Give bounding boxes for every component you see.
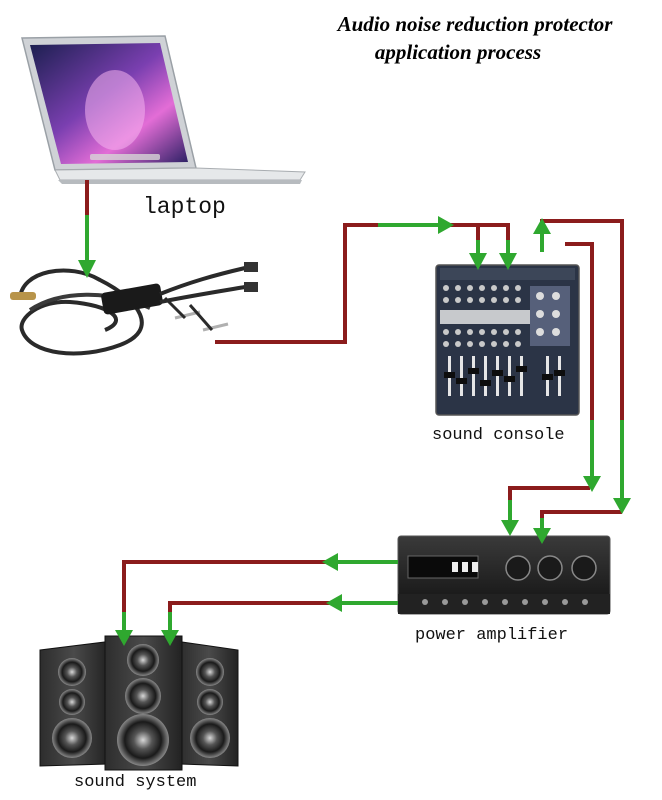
arrowheads	[78, 216, 631, 646]
arrow-up-icon	[533, 218, 551, 234]
line-console-to-amp-1	[508, 486, 590, 500]
noise-protector-cable-icon	[10, 262, 258, 356]
title-line-2: application process	[374, 40, 542, 64]
sound-system-icon	[39, 635, 239, 771]
line-amp-to-speaker-2	[168, 601, 398, 612]
line-console-out-second	[565, 242, 594, 420]
label-sound-system: sound system	[74, 773, 197, 792]
arrow-down-icon	[613, 498, 631, 514]
line-amp-to-speaker-1	[122, 560, 398, 612]
label-power-amplifier: power amplifier	[415, 626, 569, 645]
arrow-down-icon	[501, 520, 519, 536]
arrow-down-icon	[161, 630, 179, 646]
label-laptop: laptop	[143, 194, 226, 220]
sound-console-icon	[435, 264, 580, 416]
arrow-left-icon	[326, 594, 342, 612]
arrow-right-icon	[438, 216, 454, 234]
title-line-1: Audio noise reduction protector	[337, 12, 613, 36]
line-console-to-amp-2	[540, 510, 622, 518]
label-sound-console: sound console	[432, 426, 565, 445]
arrow-down-icon	[115, 630, 133, 646]
line-console-input-branch	[436, 223, 510, 240]
arrow-down-icon	[533, 528, 551, 544]
arrow-down-icon	[78, 260, 96, 278]
arrow-down-icon	[499, 253, 517, 270]
arrows	[85, 215, 624, 632]
arrow-down-icon	[469, 253, 487, 270]
laptop-icon	[21, 35, 306, 184]
arrow-down-icon	[583, 476, 601, 492]
diagram-title: Audio noise reduction protector applicat…	[300, 10, 650, 66]
power-amplifier-icon	[397, 535, 611, 615]
arrow-left-icon	[322, 553, 338, 571]
